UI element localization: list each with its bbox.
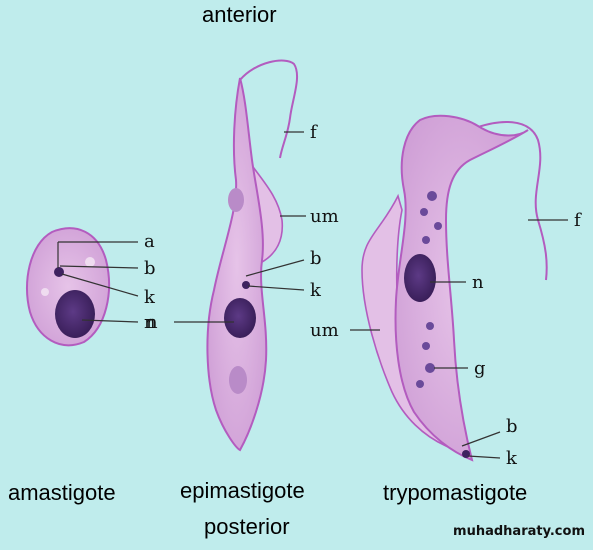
epimastigote-granule	[228, 188, 244, 212]
trypomastigote-flagellum	[469, 121, 548, 281]
trypomastigote-granule	[422, 342, 430, 350]
amastigote-label-a: a	[144, 231, 155, 252]
trypomastigote-granule	[426, 322, 434, 330]
trypomastigote-granule	[434, 222, 442, 230]
amastigote-kinetoplast	[54, 267, 64, 277]
trypomastigote-kinetoplast	[462, 450, 470, 458]
pointer-line-b	[59, 265, 139, 269]
epimastigote-title: epimastigote	[180, 478, 305, 503]
amastigote-label-b: b	[144, 258, 156, 279]
amastigote-label-n: n	[144, 312, 156, 333]
amastigote-granule	[41, 288, 49, 296]
epimastigote-label-um: um	[310, 206, 339, 227]
trypomastigote-granule	[425, 363, 435, 373]
epimastigote-kinetoplast	[242, 281, 250, 289]
epimastigote-label-k: k	[310, 280, 322, 301]
epimastigote-label-b: b	[310, 248, 322, 269]
trypomastigote-label-um: um	[310, 320, 339, 341]
trypomastigote-label-g: g	[474, 358, 486, 379]
epimastigote-granule	[229, 366, 247, 394]
trypomastigote-cell: n f um g b k	[310, 114, 582, 469]
pointer-line-n	[81, 319, 139, 323]
pointer-line-b	[245, 259, 305, 277]
trypomastigote-granule	[420, 208, 428, 216]
posterior-title: posterior	[204, 514, 290, 539]
trypomastigote-body	[394, 114, 529, 462]
trypomastigote-label-k: k	[506, 448, 518, 469]
epimastigote-nucleus	[224, 298, 256, 338]
pointer-line-k	[467, 455, 501, 459]
epimastigote-label-f: f	[310, 122, 318, 143]
trypomastigote-title: trypomastigote	[383, 480, 528, 505]
epimastigote-body	[206, 77, 268, 452]
trypomastigote-granule	[427, 191, 437, 201]
amastigote-nucleus	[55, 290, 95, 338]
amastigote-granule	[85, 257, 95, 267]
trypomastigote-label-b: b	[506, 416, 518, 437]
pointer-line-k	[247, 285, 305, 291]
amastigote-title: amastigote	[8, 480, 116, 505]
amastigote-cell: a b k n	[26, 227, 156, 347]
pointer-line-b	[461, 431, 501, 447]
trypomastigote-granule	[416, 380, 424, 388]
trypomastigote-label-f: f	[574, 210, 582, 231]
trypomastigote-label-n: n	[472, 272, 484, 293]
epimastigote-label-n: n	[146, 312, 158, 333]
watermark: muhadharaty.com	[453, 524, 585, 539]
trypomastigote-nucleus	[404, 254, 436, 302]
trypomastigote-granule	[422, 236, 430, 244]
epimastigote-flagellum	[239, 59, 299, 159]
anterior-title: anterior	[202, 2, 277, 27]
amastigote-label-k: k	[144, 287, 156, 308]
pointer-line-k	[61, 273, 139, 297]
epimastigote-cell: f um b k n	[146, 59, 339, 452]
